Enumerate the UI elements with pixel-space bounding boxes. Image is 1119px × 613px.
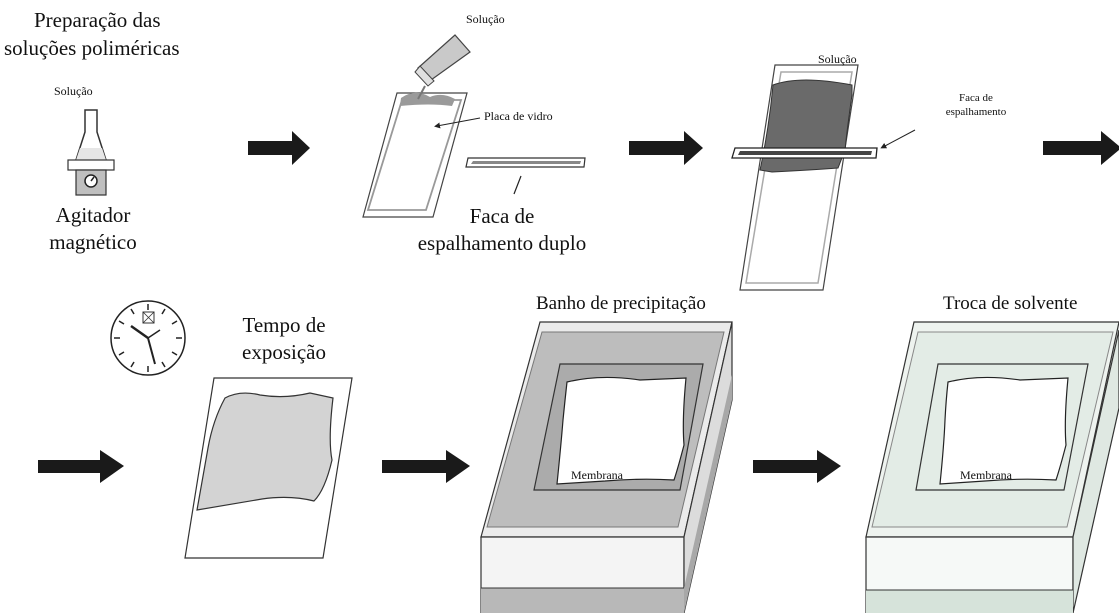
arrow-icon (753, 450, 841, 483)
solvent-exchange-bath-icon (865, 321, 1119, 613)
step3-knife-line2: espalhamento (945, 106, 1007, 118)
step1-stirrer-line2: magnético (49, 230, 137, 254)
double-casting-knife-icon (465, 157, 586, 168)
exposure-plate-icon (184, 377, 353, 559)
step6-title: Troca de solvente (943, 293, 1078, 314)
step4-exposure-line1: Tempo de (242, 313, 326, 337)
arrow-icon (248, 131, 310, 165)
step1-title-line1: Preparação das (34, 8, 161, 32)
step5-title: Banho de precipitação (536, 293, 706, 314)
arrow-icon (382, 450, 470, 483)
step1-title-line2: soluções poliméricas (4, 36, 180, 60)
step3-solution-label: Solução (818, 52, 857, 66)
arrow-icon (38, 450, 124, 483)
spreading-knife-icon (731, 147, 878, 159)
step1-stirrer-line1: Agitador (55, 203, 131, 227)
glass-plate-icon (362, 92, 468, 218)
step2-solution-label: Solução (466, 12, 505, 26)
arrow-icon (629, 131, 703, 165)
step6-membrane-label: Membrana (960, 468, 1012, 482)
step4-exposure-line2: exposição (242, 340, 326, 364)
step2-knife-line1: Faca de (469, 204, 535, 228)
step2-knife-line2: espalhamento duplo (417, 231, 587, 255)
precipitation-bath-icon (480, 321, 733, 613)
step5-membrane-label: Membrana (571, 468, 623, 482)
clock-icon (110, 300, 186, 376)
step3-knife-line1: Faca de (959, 92, 993, 104)
glass-plate-spreading-icon (739, 64, 859, 291)
step1-solution-label: Solução (54, 84, 93, 98)
solution-bottle-icon (414, 34, 471, 100)
step2-glass-plate-label: Placa de vidro (484, 109, 553, 123)
arrow-icon (1043, 131, 1119, 165)
magnetic-stirrer-icon (67, 109, 115, 196)
